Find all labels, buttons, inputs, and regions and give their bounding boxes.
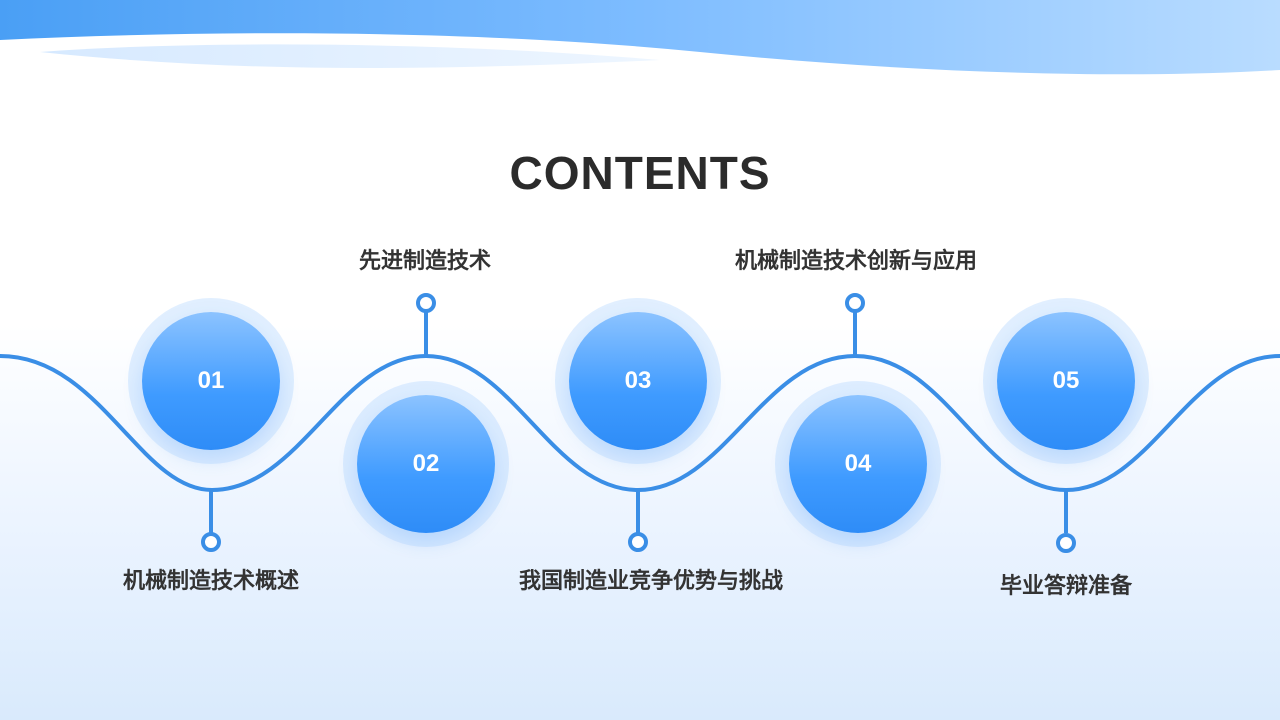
- top-wave-light: [40, 44, 660, 69]
- item-circle-03[interactable]: 03: [569, 312, 707, 450]
- item-number: 04: [844, 450, 872, 477]
- connector-03: [628, 490, 648, 552]
- item-number: 02: [412, 450, 440, 477]
- connector-01: [201, 490, 221, 552]
- item-number: 05: [1052, 367, 1080, 394]
- top-wave: [0, 0, 1280, 75]
- item-label-01: 机械制造技术概述: [122, 568, 300, 593]
- item-circle-04[interactable]: 04: [789, 395, 927, 533]
- connector-02: [416, 293, 436, 356]
- page-title: CONTENTS: [509, 147, 771, 199]
- item-circle-05[interactable]: 05: [997, 312, 1135, 450]
- item-number: 01: [197, 367, 225, 394]
- item-number: 03: [624, 367, 652, 394]
- item-label-04: 机械制造技术创新与应用: [734, 248, 978, 273]
- item-circle-01[interactable]: 01: [142, 312, 280, 450]
- item-circle-02[interactable]: 02: [357, 395, 495, 533]
- connector-05: [1056, 490, 1076, 553]
- item-label-03: 我国制造业竞争优势与挑战: [518, 568, 784, 593]
- connector-04: [845, 293, 865, 356]
- item-label-05: 毕业答辩准备: [999, 573, 1133, 598]
- item-label-02: 先进制造技术: [358, 248, 492, 273]
